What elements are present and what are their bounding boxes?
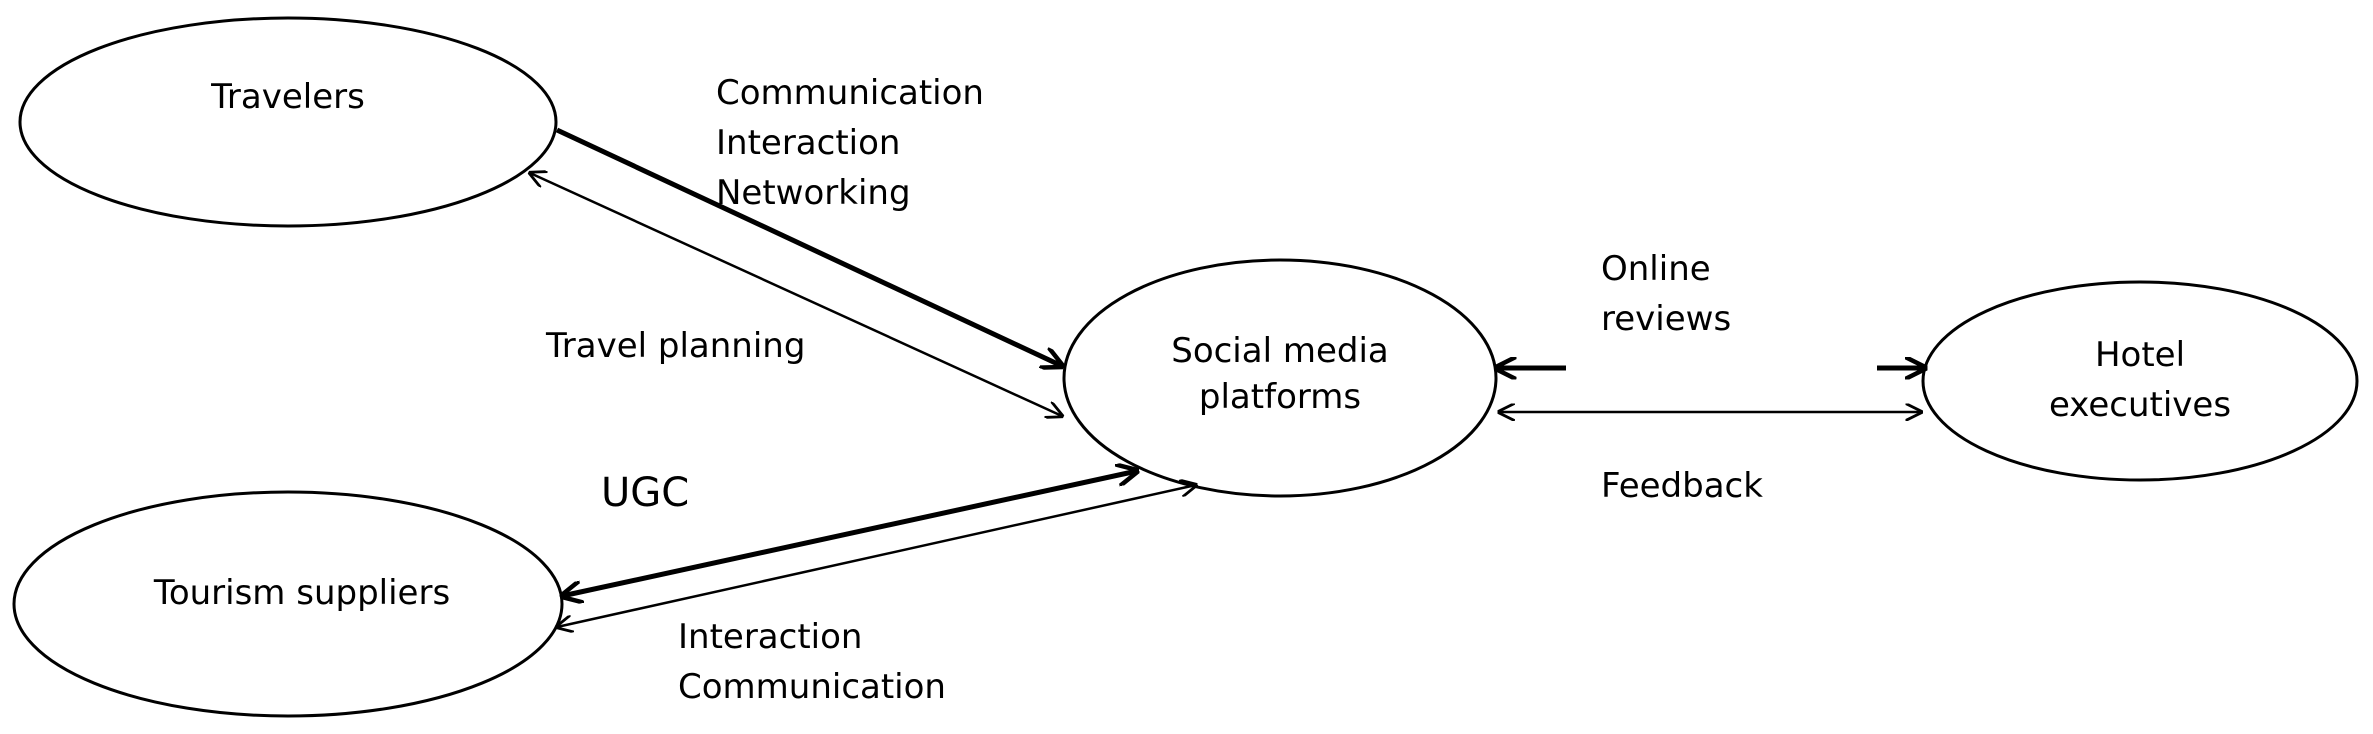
edge-label-online: Online bbox=[1601, 249, 1711, 289]
hotel-executives-label-line2: executives bbox=[2049, 385, 2231, 425]
label-travelers-to-platform: Communication Interaction Networking bbox=[716, 73, 984, 213]
arrow-suppliers-platform-communication bbox=[557, 485, 1196, 627]
edge-label-travel-planning: Travel planning bbox=[545, 326, 805, 366]
edge-label-ugc: UGC bbox=[601, 470, 689, 516]
travelers-ellipse bbox=[18, 16, 558, 228]
arrow-platform-to-travelers bbox=[530, 173, 1062, 416]
edge-label-feedback: Feedback bbox=[1601, 466, 1763, 506]
edge-label-interaction-bottom: Interaction bbox=[678, 617, 862, 657]
social-media-label-line1: Social media bbox=[1171, 331, 1389, 371]
node-tourism-suppliers: Tourism suppliers bbox=[12, 490, 564, 718]
social-media-label-line2: platforms bbox=[1199, 377, 1361, 417]
node-travelers: Travelers bbox=[18, 16, 558, 228]
node-social-media-platforms: Social media platforms bbox=[1062, 258, 1498, 498]
edge-label-networking: Networking bbox=[716, 173, 911, 213]
tourism-suppliers-label: Tourism suppliers bbox=[153, 573, 450, 613]
travelers-label: Travelers bbox=[210, 77, 365, 117]
edge-label-communication-bottom: Communication bbox=[678, 667, 946, 707]
label-suppliers-to-platform: Interaction Communication bbox=[678, 617, 946, 707]
edge-label-communication: Communication bbox=[716, 73, 984, 113]
hotel-executives-label-line1: Hotel bbox=[2095, 335, 2185, 375]
edge-label-interaction: Interaction bbox=[716, 123, 900, 163]
label-online-reviews: Online reviews bbox=[1601, 249, 1731, 339]
edge-label-reviews: reviews bbox=[1601, 299, 1731, 339]
node-hotel-executives: Hotel executives bbox=[1921, 280, 2359, 482]
hotel-executives-ellipse bbox=[1921, 280, 2359, 482]
